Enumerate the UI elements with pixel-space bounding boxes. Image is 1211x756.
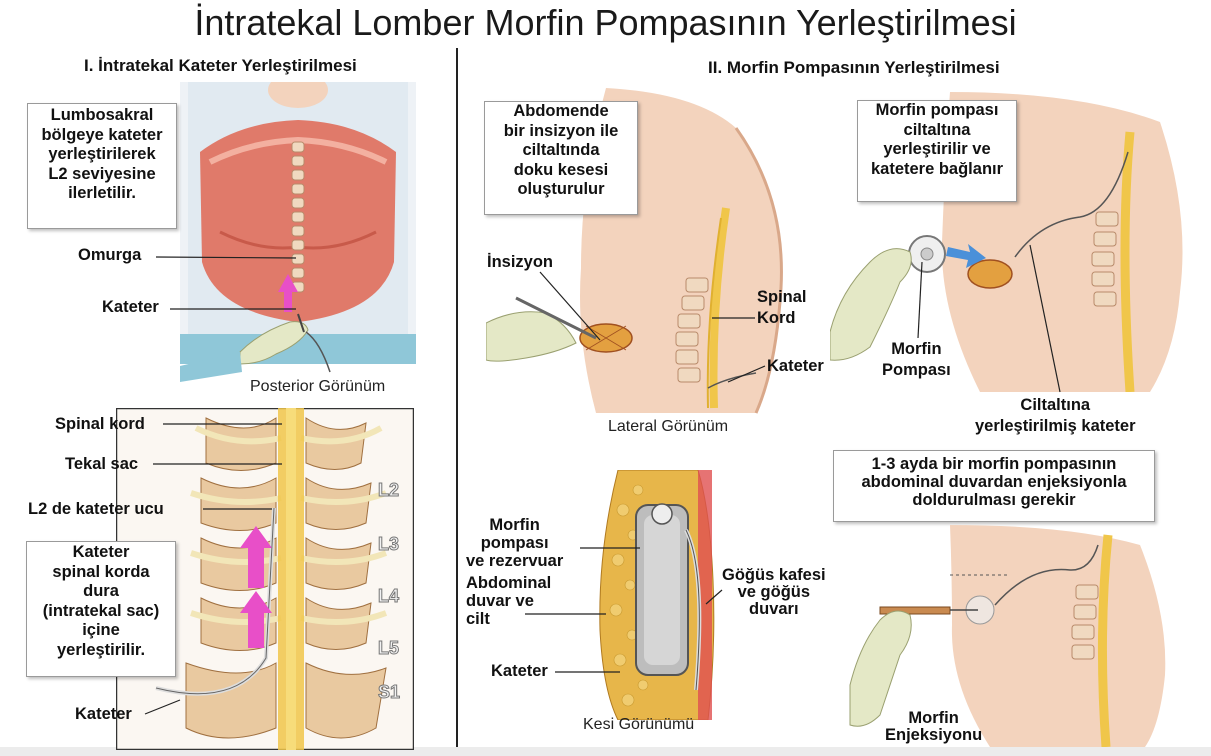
- refill-note-box: 1-3 ayda bir morfin pompasının abdominal…: [833, 450, 1155, 522]
- label-morphine-injection: Morfin Enjeksiyonu: [885, 710, 982, 744]
- refill-note-line-2: abdominal duvardan enjeksiyonla: [834, 473, 1154, 491]
- refill-note-line-1: 1-3 ayda bir morfin pompasının: [834, 455, 1154, 473]
- label-morphine-injection-line-1: Morfin: [885, 710, 982, 727]
- label-morphine-injection-line-2: Enjeksiyonu: [885, 727, 982, 744]
- refill-note-line-3: doldurulması gerekir: [834, 491, 1154, 509]
